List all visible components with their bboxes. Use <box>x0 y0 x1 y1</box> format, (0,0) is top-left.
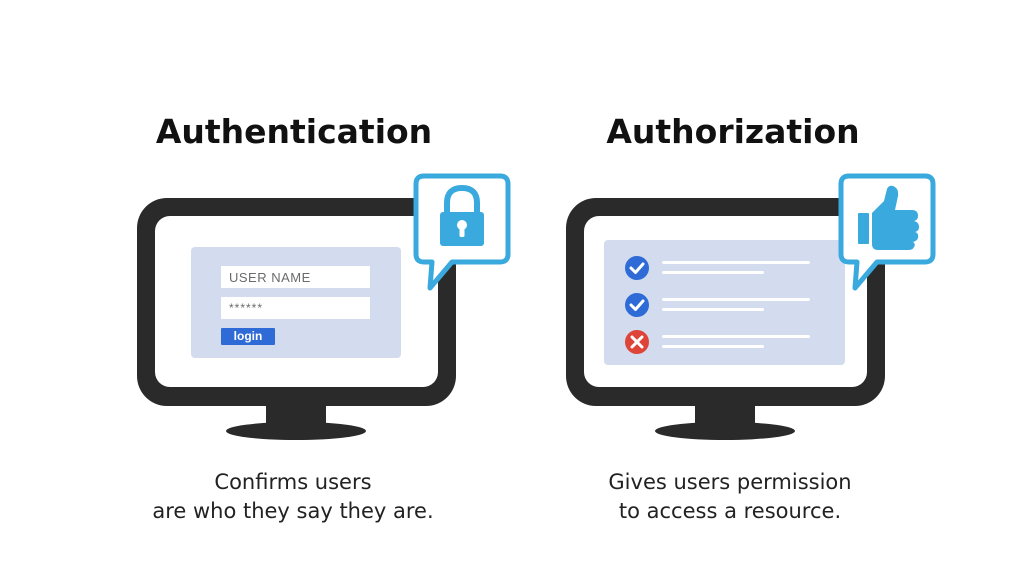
permission-row <box>625 293 810 317</box>
permission-line-short <box>662 271 764 274</box>
thumbs-up-icon <box>858 185 919 250</box>
login-button-label[interactable]: login <box>233 329 263 343</box>
permission-line-short <box>662 345 764 348</box>
auth-monitor-neck <box>266 402 326 432</box>
permission-row <box>625 330 810 354</box>
permission-list <box>625 256 810 354</box>
authentication-caption-line2: are who they say they are. <box>152 499 434 523</box>
authentication-title: Authentication <box>155 112 433 151</box>
permission-line <box>662 335 810 338</box>
lock-icon <box>440 184 484 246</box>
allowed-status-circle <box>625 293 649 317</box>
permission-line <box>662 261 810 264</box>
authorization-caption-line2: to access a resource. <box>618 499 842 523</box>
check-icon <box>629 262 645 274</box>
permission-line <box>662 298 810 301</box>
login-button[interactable] <box>221 328 275 345</box>
permission-row <box>625 256 810 280</box>
allowed-status-circle <box>625 256 649 280</box>
authentication-caption-line1: Confirms users <box>214 470 372 494</box>
authz-monitor-neck <box>695 402 755 432</box>
lock-bubble <box>413 173 511 291</box>
authorization-title: Authorization <box>606 112 860 151</box>
password-value: ****** <box>229 301 264 315</box>
authorization-caption: Gives users permission to access a resou… <box>570 468 890 526</box>
password-field[interactable] <box>221 297 370 319</box>
username-placeholder: USER NAME <box>229 270 311 285</box>
authz-monitor <box>566 198 885 440</box>
username-field[interactable] <box>221 266 370 288</box>
auth-monitor <box>137 198 456 440</box>
permission-line-short <box>662 308 764 311</box>
thumbs-bubble <box>838 173 936 291</box>
authorization-caption-line1: Gives users permission <box>608 470 852 494</box>
authentication-caption: Confirms users are who they say they are… <box>133 468 453 526</box>
cross-icon <box>630 335 644 349</box>
check-icon <box>629 299 645 311</box>
